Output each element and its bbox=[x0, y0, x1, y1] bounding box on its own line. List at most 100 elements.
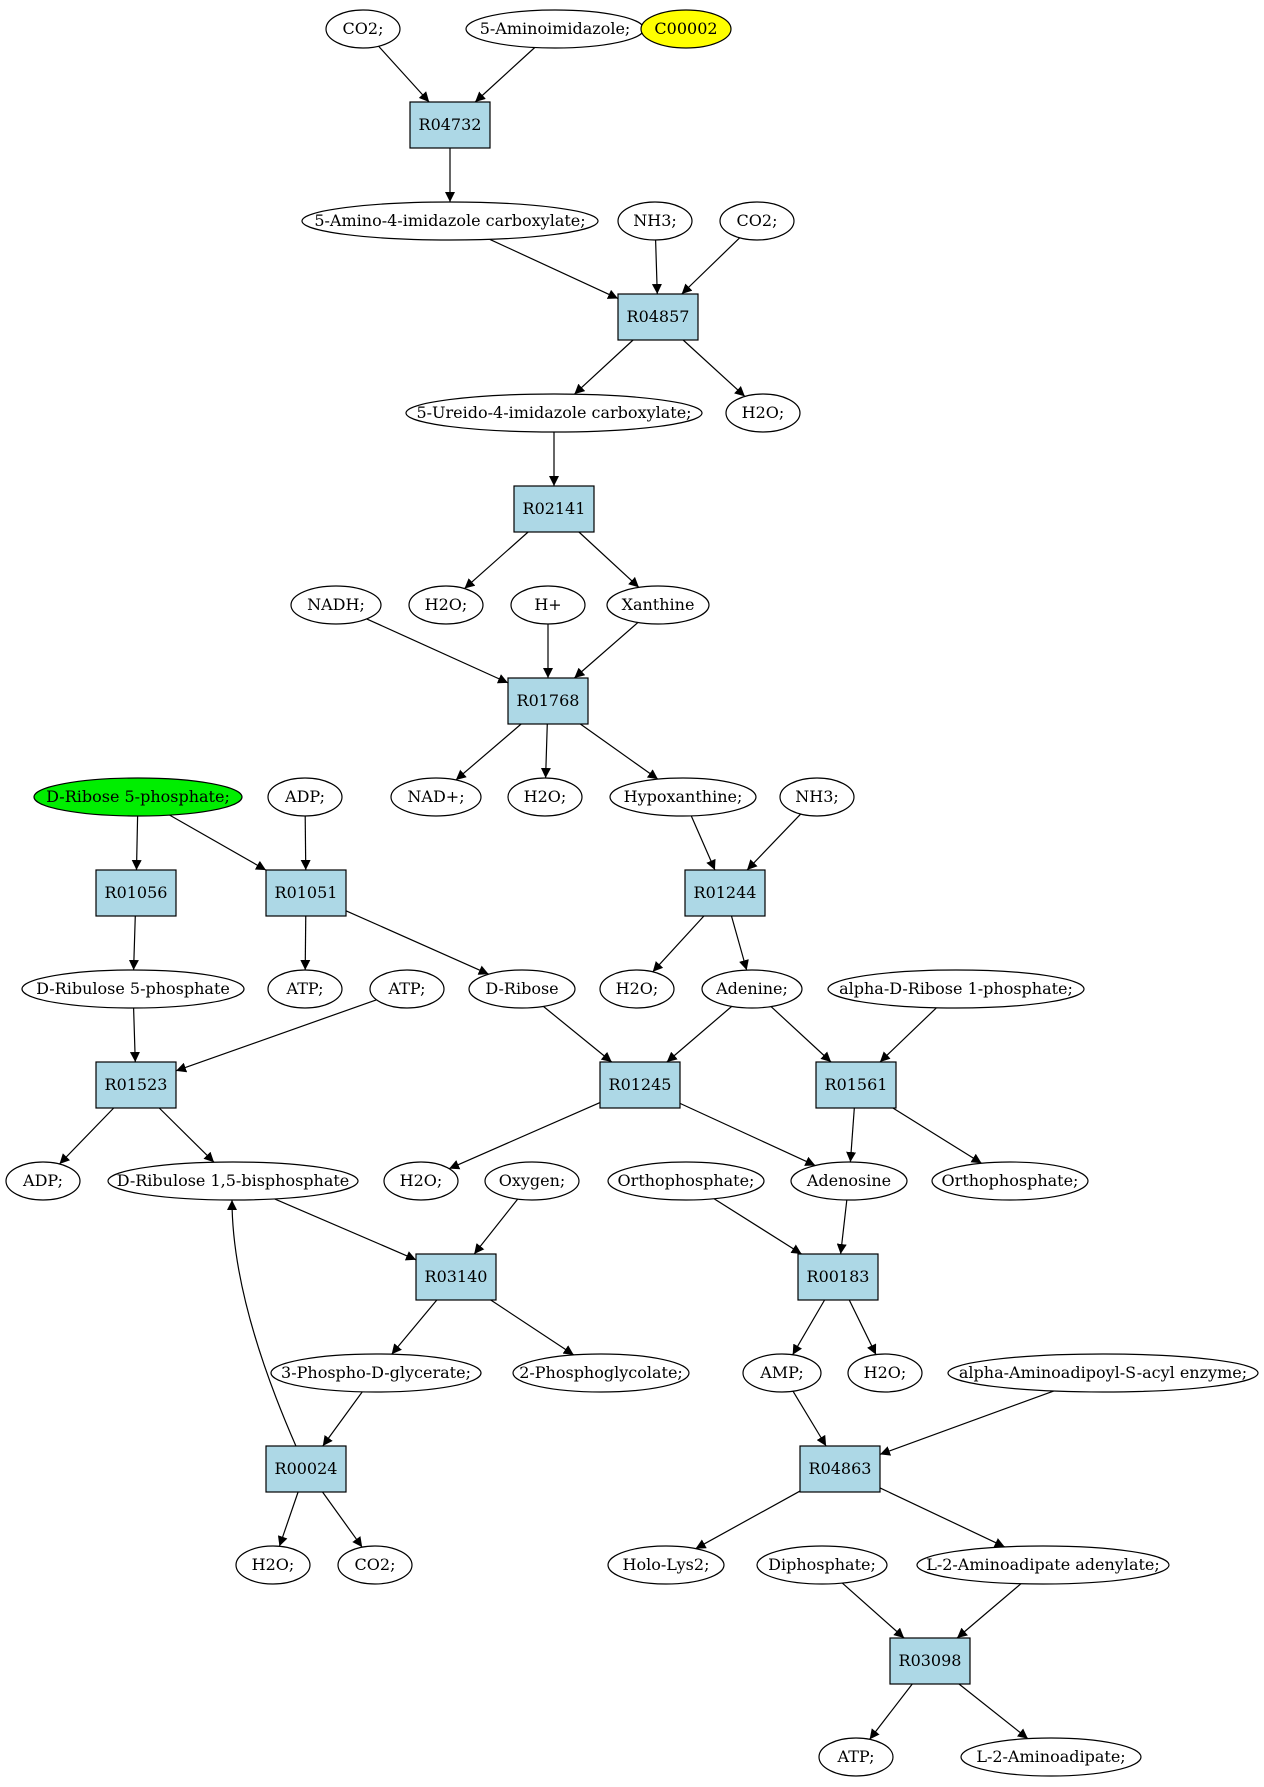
node-label: R04732 bbox=[419, 115, 482, 134]
compound-ellipse bbox=[847, 1353, 923, 1393]
reaction-node-r_R03098[interactable]: R03098 bbox=[889, 1637, 971, 1685]
node-label: R04863 bbox=[809, 1459, 872, 1478]
compound-node-c_drubp[interactable]: D-Ribulose 1,5-bisphosphate bbox=[107, 1161, 359, 1201]
compound-node-c_adp_a[interactable]: ADP; bbox=[267, 777, 343, 817]
compound-ellipse bbox=[947, 1353, 1259, 1393]
compound-ellipse bbox=[719, 201, 795, 241]
compound-node-c_co2_a[interactable]: CO2; bbox=[325, 9, 401, 49]
compound-node-c_2pg[interactable]: 2-Phosphoglycolate; bbox=[512, 1353, 690, 1393]
edge-r_R01244-to-c_h2o_d bbox=[652, 915, 705, 973]
edge-c_adr1p-to-r_R01561 bbox=[879, 1007, 937, 1063]
compound-node-c_h2o_g[interactable]: H2O; bbox=[235, 1545, 311, 1585]
compound-node-c_adenine[interactable]: Adenine; bbox=[701, 969, 803, 1009]
compound-node-c_5ai[interactable]: 5-Aminoimidazole; bbox=[465, 9, 645, 49]
reaction-node-r_R01523[interactable]: R01523 bbox=[95, 1061, 177, 1109]
node-label: NAD+; bbox=[407, 787, 464, 806]
compound-node-c_oxygen[interactable]: Oxygen; bbox=[484, 1161, 580, 1201]
compound-node-c_h2o_d[interactable]: H2O; bbox=[599, 969, 675, 1009]
compound-node-c_ortho_a[interactable]: Orthophosphate; bbox=[607, 1161, 765, 1201]
reaction-node-r_R01768[interactable]: R01768 bbox=[507, 677, 589, 725]
compound-node-c_atp_c[interactable]: ATP; bbox=[818, 1737, 894, 1777]
compound-node-c_nadh[interactable]: NADH; bbox=[290, 585, 382, 625]
compound-node-c_dribose[interactable]: D-Ribose bbox=[468, 969, 576, 1009]
compound-node-c_l2aa[interactable]: L-2-Aminoadipate; bbox=[960, 1737, 1142, 1777]
node-label: R03140 bbox=[425, 1267, 488, 1286]
compound-node-c_adr1p[interactable]: alpha-D-Ribose 1-phosphate; bbox=[827, 969, 1085, 1009]
compound-node-c_dr5p[interactable]: D-Ribose 5-phosphate; bbox=[33, 777, 243, 817]
compound-node-c_atp_b[interactable]: ATP; bbox=[369, 969, 445, 1009]
reaction-node-r_R02141[interactable]: R02141 bbox=[513, 485, 595, 533]
compound-node-c_5a4ic[interactable]: 5-Amino-4-imidazole carboxylate; bbox=[301, 201, 599, 241]
compound-node-c_ortho_b[interactable]: Orthophosphate; bbox=[931, 1161, 1089, 1201]
compound-node-c_nh3_a[interactable]: NH3; bbox=[617, 201, 693, 241]
reaction-node-r_R04863[interactable]: R04863 bbox=[799, 1445, 881, 1493]
compound-node-c_hypoxanthine[interactable]: Hypoxanthine; bbox=[609, 777, 757, 817]
compound-node-c_atp_a[interactable]: ATP; bbox=[267, 969, 343, 1009]
edge-r_R04857-to-c_h2o_a bbox=[682, 339, 746, 397]
node-label: CO2; bbox=[737, 211, 778, 230]
edge-r_R01768-to-c_h2o_c bbox=[540, 723, 551, 779]
node-label: alpha-D-Ribose 1-phosphate; bbox=[839, 979, 1073, 998]
compound-node-c_5u4ic[interactable]: 5-Ureido-4-imidazole carboxylate; bbox=[405, 393, 703, 433]
compound-node-c_h2o_a[interactable]: H2O; bbox=[725, 393, 801, 433]
compound-node-c_nh3_b[interactable]: NH3; bbox=[779, 777, 855, 817]
node-label: D-Ribulose 5-phosphate bbox=[36, 979, 230, 998]
edge-c_adenine-to-r_R01561 bbox=[770, 1006, 832, 1063]
reaction-node-r_R01051[interactable]: R01051 bbox=[265, 869, 347, 917]
compound-ellipse bbox=[369, 969, 445, 1009]
compound-node-c_adp_b[interactable]: ADP; bbox=[5, 1161, 81, 1201]
edge-c_co2_a-to-r_R04732 bbox=[378, 45, 430, 103]
reaction-node-r_R01056[interactable]: R01056 bbox=[95, 869, 177, 917]
compound-node-c_h2o_b[interactable]: H2O; bbox=[408, 585, 484, 625]
compound-node-c_l2aaa[interactable]: L-2-Aminoadipate adenylate; bbox=[916, 1545, 1170, 1585]
compound-ellipse bbox=[267, 969, 343, 1009]
edge-c_nh3_b-to-r_R01244 bbox=[746, 813, 802, 871]
node-label: 3-Phospho-D-glycerate; bbox=[281, 1363, 471, 1382]
compound-node-c_co2_c[interactable]: CO2; bbox=[337, 1545, 413, 1585]
node-label: H2O; bbox=[400, 1171, 443, 1190]
compound-ellipse bbox=[484, 1161, 580, 1201]
node-label: ADP; bbox=[22, 1171, 63, 1190]
compound-node-c_co2_b[interactable]: CO2; bbox=[719, 201, 795, 241]
reaction-box bbox=[507, 677, 589, 725]
reaction-node-r_R00183[interactable]: R00183 bbox=[797, 1253, 879, 1301]
reaction-node-r_R03140[interactable]: R03140 bbox=[415, 1253, 497, 1301]
compound-node-c_h2o_e[interactable]: H2O; bbox=[383, 1161, 459, 1201]
reaction-node-r_R01245[interactable]: R01245 bbox=[599, 1061, 681, 1109]
edge-r_R03098-to-c_atp_c bbox=[869, 1683, 913, 1740]
compound-node-c_dru5p[interactable]: D-Ribulose 5-phosphate bbox=[21, 969, 245, 1009]
compound-ellipse bbox=[742, 1353, 822, 1393]
node-label: R01056 bbox=[105, 883, 168, 902]
compound-node-c_diphosphate[interactable]: Diphosphate; bbox=[756, 1545, 888, 1585]
compound-node-c_h2o_c[interactable]: H2O; bbox=[507, 777, 583, 817]
reaction-node-r_R04857[interactable]: R04857 bbox=[617, 293, 699, 341]
compound-node-c_c00002[interactable]: C00002 bbox=[640, 9, 732, 49]
node-label: Diphosphate; bbox=[768, 1555, 876, 1574]
compound-node-c_xanthine[interactable]: Xanthine bbox=[606, 585, 710, 625]
reaction-box bbox=[684, 869, 766, 917]
edge-c_adp_a-to-r_R01051 bbox=[300, 815, 311, 871]
edge-r_R01523-to-c_adp_b bbox=[59, 1107, 115, 1165]
compound-node-c_nadplus[interactable]: NAD+; bbox=[390, 777, 482, 817]
node-label: H2O; bbox=[252, 1555, 295, 1574]
reaction-node-r_R00024[interactable]: R00024 bbox=[265, 1445, 347, 1493]
edge-c_dribose-to-r_R01245 bbox=[542, 1005, 613, 1063]
edge-r_R01245-to-c_adenosine bbox=[679, 1102, 816, 1167]
compound-ellipse bbox=[756, 1545, 888, 1585]
compound-node-c_hololys2[interactable]: Holo-Lys2; bbox=[607, 1545, 725, 1585]
node-label: CO2; bbox=[355, 1555, 396, 1574]
compound-node-c_h2o_f[interactable]: H2O; bbox=[847, 1353, 923, 1393]
compound-node-c_3pdg[interactable]: 3-Phospho-D-glycerate; bbox=[270, 1353, 482, 1393]
compound-ellipse bbox=[606, 585, 710, 625]
node-label: L-2-Aminoadipate; bbox=[976, 1747, 1125, 1766]
compound-node-c_aasae[interactable]: alpha-Aminoadipoyl-S-acyl enzyme; bbox=[947, 1353, 1259, 1393]
reaction-node-r_R01561[interactable]: R01561 bbox=[815, 1061, 897, 1109]
reaction-node-r_R04732[interactable]: R04732 bbox=[409, 101, 491, 149]
compound-node-c_adenosine[interactable]: Adenosine bbox=[790, 1161, 908, 1201]
reaction-node-r_R01244[interactable]: R01244 bbox=[684, 869, 766, 917]
compound-node-c_hplus[interactable]: H+ bbox=[510, 585, 586, 625]
edge-c_5ai-to-r_R04732 bbox=[474, 47, 536, 103]
compound-ellipse bbox=[390, 777, 482, 817]
edge-r_R01051-to-c_atp_a bbox=[300, 915, 311, 971]
compound-node-c_amp[interactable]: AMP; bbox=[742, 1353, 822, 1393]
